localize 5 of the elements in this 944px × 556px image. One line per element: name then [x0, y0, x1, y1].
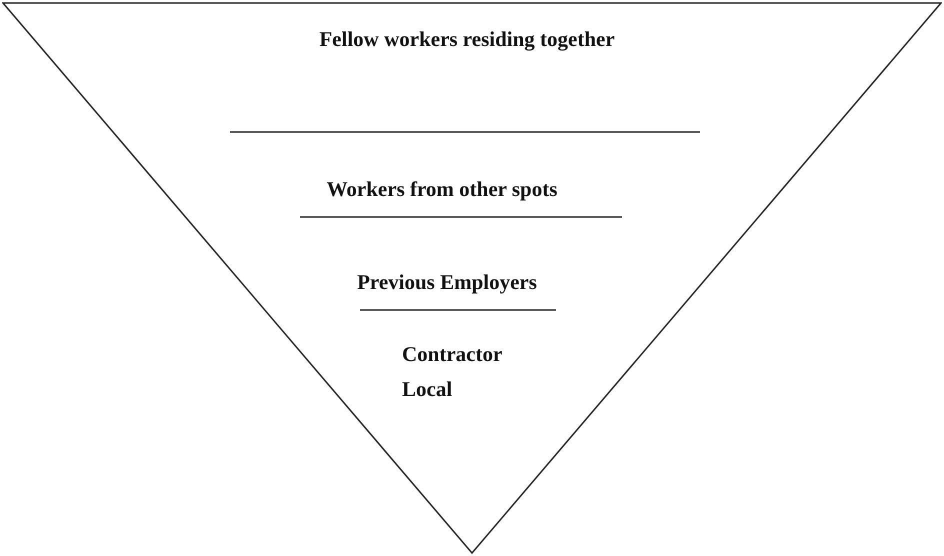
layer-label: Previous Employers: [356, 270, 538, 295]
layer-label: Fellow workers residing together: [318, 27, 616, 52]
layer-label: Workers from other spots: [326, 177, 558, 202]
layer-label: Local: [402, 377, 452, 402]
layer-label: Contractor: [402, 342, 502, 367]
